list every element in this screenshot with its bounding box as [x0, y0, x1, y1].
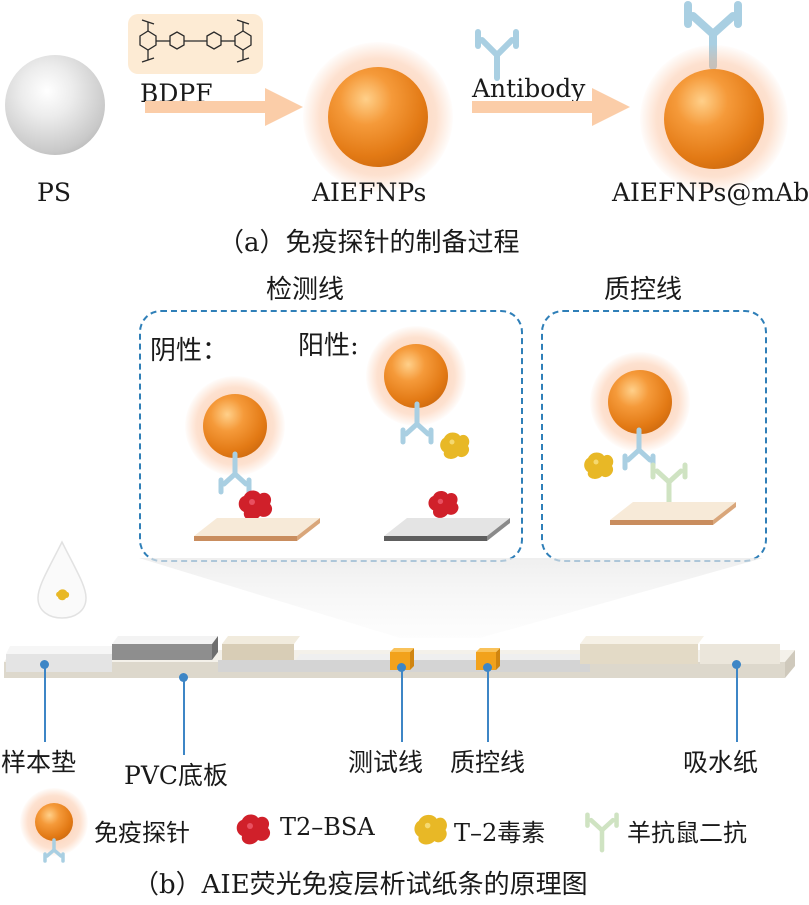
test-line-dot [397, 663, 406, 672]
absorbent-label: 吸水纸 [683, 748, 759, 777]
conjugate-sphere [664, 69, 764, 169]
control-pad [610, 502, 736, 525]
pvc-line [182, 679, 185, 755]
panel-b-caption: （b）AIE荧光免疫层析试纸条的原理图 [133, 870, 588, 900]
bdpf-molecule-icon [128, 14, 263, 74]
positive-probe-sphere [384, 344, 448, 408]
antibody-icon [475, 29, 519, 81]
absorbent-line [735, 666, 738, 742]
panel-a-caption: （a）免疫探针的制备过程 [218, 228, 520, 258]
aiefnps-sphere [328, 67, 428, 167]
legend-probe-icon [35, 803, 73, 841]
control-probe-sphere [608, 370, 672, 434]
legend-toxin-icon [414, 814, 447, 845]
pvc-dot [179, 673, 188, 682]
negative-antibody-icon [218, 451, 252, 495]
positive-antibody-icon [400, 401, 434, 445]
positive-pad [384, 518, 510, 541]
pvc-label: PVC底板 [124, 761, 229, 790]
ps-label: PS [37, 178, 71, 207]
control-line-label: 质控线 [450, 748, 526, 777]
antibody-label: Antibody [472, 74, 586, 103]
control-line-marker [476, 648, 500, 670]
legend-bsa-label: T2–BSA [280, 813, 375, 841]
legend-secondary-antibody-label: 羊抗鼠二抗 [627, 819, 747, 847]
aiefnps-label: AIEFNPs [312, 178, 427, 207]
negative-probe-sphere [203, 394, 267, 458]
control-line-line [486, 669, 489, 742]
sample-pad-line [43, 666, 46, 742]
conjugate-label: AIEFNPs@mAb [612, 178, 809, 207]
control-line-title: 质控线 [604, 275, 683, 305]
control-line-dot [483, 663, 492, 672]
control-toxin-icon [584, 452, 614, 479]
test-line-line [400, 669, 403, 742]
negative-pad [194, 518, 320, 541]
legend-probe-label: 免疫探针 [94, 819, 190, 847]
legend-probe-antibody-icon [43, 838, 65, 863]
control-secondary-antibody-icon [650, 462, 688, 507]
legend-secondary-antibody-icon [585, 812, 619, 853]
zoom-cone [139, 558, 763, 638]
conjugate-antibody-icon [684, 1, 742, 70]
test-line-title: 检测线 [266, 275, 345, 305]
legend-bsa-icon [236, 814, 271, 845]
negative-bsa-icon [238, 490, 273, 521]
ps-sphere [5, 55, 105, 155]
sample-pad-dot [40, 660, 49, 669]
positive-toxin-icon [440, 432, 470, 459]
sample-pad-label: 样本垫 [1, 748, 77, 777]
positive-label: 阳性: [298, 331, 359, 361]
legend-toxin-label: T–2毒素 [454, 819, 546, 847]
absorbent-dot [732, 660, 741, 669]
test-line-label: 测试线 [348, 748, 424, 777]
negative-label: 阴性： [150, 336, 229, 366]
sample-droplet-icon [37, 540, 87, 619]
arrow-2-icon [472, 88, 630, 126]
positive-bsa-icon [428, 491, 459, 518]
arrow-1-icon [145, 88, 303, 126]
